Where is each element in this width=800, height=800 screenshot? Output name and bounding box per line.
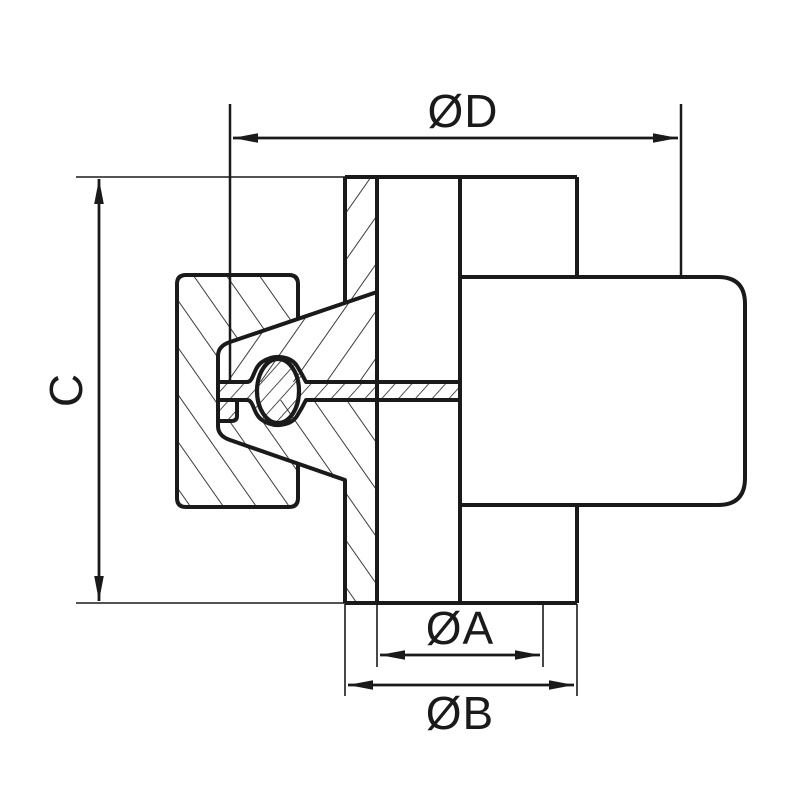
nut-outline [175,273,300,509]
b-arrow-left [348,680,373,690]
c-arrow-down [94,576,104,601]
section-hatching [177,177,460,603]
seal-oval [254,356,302,426]
dim-label-height-c: C [40,373,92,407]
dimension-arrowheads [94,133,678,690]
dim-label-diameter-b: ØB [426,687,494,739]
gasket-bead [218,400,239,423]
a-arrow-left [380,650,405,660]
upper-pipe-section [218,177,377,382]
d-arrow-right [653,133,678,143]
body-outline [460,275,747,507]
nut-section [177,275,298,507]
gasket-section [218,356,460,426]
a-arrow-right [515,650,540,660]
dim-label-diameter-d: ØD [428,85,499,137]
seat-profile [216,290,378,603]
lower-pipe-section [218,400,377,603]
d-arrow-left [233,133,258,143]
part-outlines [175,175,747,605]
gasket-bottom-line [218,398,460,428]
b-arrow-right [549,680,574,690]
dimension-labels: ØD C ØA ØB [40,85,499,739]
dim-label-diameter-a: ØA [426,602,494,654]
c-arrow-up [94,179,104,204]
dimension-lines [76,104,683,696]
gasket-top-line [218,354,460,384]
